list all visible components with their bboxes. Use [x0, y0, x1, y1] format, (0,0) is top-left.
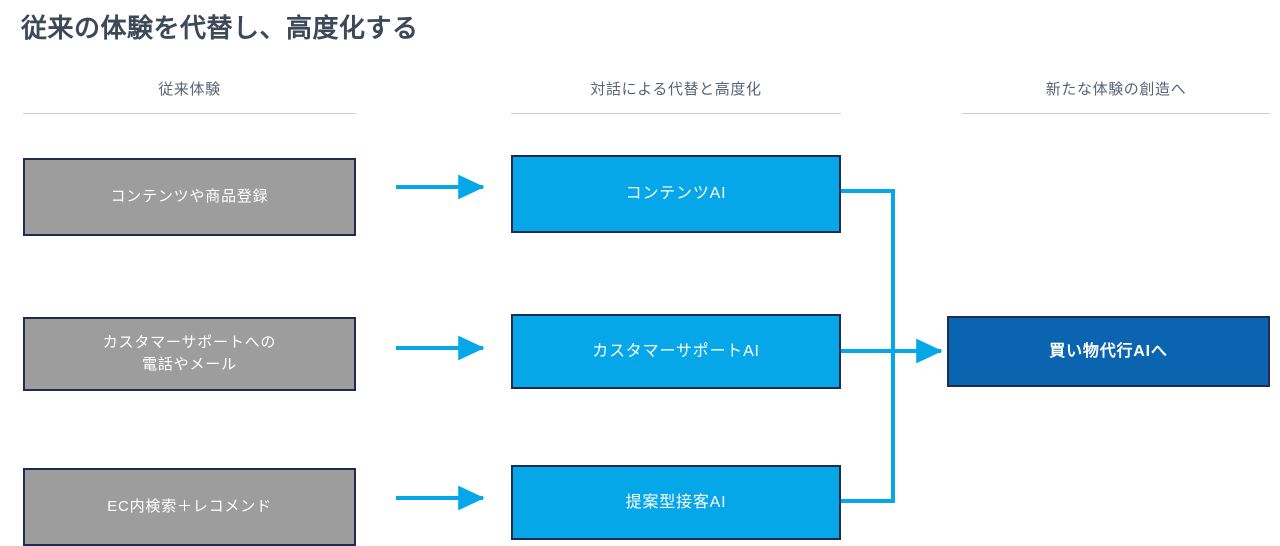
column-rule-legacy: [23, 113, 356, 114]
legacy-box-label-line1: カスタマーサポートへの: [102, 334, 277, 352]
ai-box-label: 提案型接客AI: [625, 493, 727, 511]
legacy-box-content-registration[interactable]: コンテンツや商品登録: [23, 158, 356, 236]
ai-box-label: カスタマーサポートAI: [592, 342, 760, 360]
final-box-shopping-agent-ai[interactable]: 買い物代行AIへ: [947, 316, 1270, 387]
ai-box-content-ai[interactable]: コンテンツAI: [511, 155, 841, 233]
ai-box-customer-support-ai[interactable]: カスタマーサポートAI: [511, 314, 841, 389]
legacy-box-label: コンテンツや商品登録: [110, 188, 269, 206]
column-header-legacy: 従来体験: [158, 81, 221, 98]
legacy-box-label-line2: 電話やメール: [142, 356, 237, 373]
legacy-box-label: カスタマーサポートへの 電話やメール: [103, 332, 277, 376]
legacy-box-label: EC内検索＋レコメンド: [107, 498, 272, 516]
connector-ai-merge-bus: [841, 189, 895, 503]
page-title: 従来の体験を代替し、高度化する: [21, 13, 419, 43]
final-box-label: 買い物代行AIへ: [1049, 342, 1168, 360]
legacy-box-customer-support[interactable]: カスタマーサポートへの 電話やメール: [23, 317, 356, 391]
column-rule-ai: [511, 113, 841, 114]
ai-box-label: コンテンツAI: [625, 185, 727, 203]
legacy-box-search-recommend[interactable]: EC内検索＋レコメンド: [23, 468, 356, 546]
column-rule-new-experience: [962, 113, 1270, 114]
ai-box-proposal-service-ai[interactable]: 提案型接客AI: [511, 465, 841, 540]
column-header-new-experience: 新たな体験の創造へ: [1045, 81, 1187, 98]
column-header-ai: 対話による代替と高度化: [590, 81, 762, 98]
